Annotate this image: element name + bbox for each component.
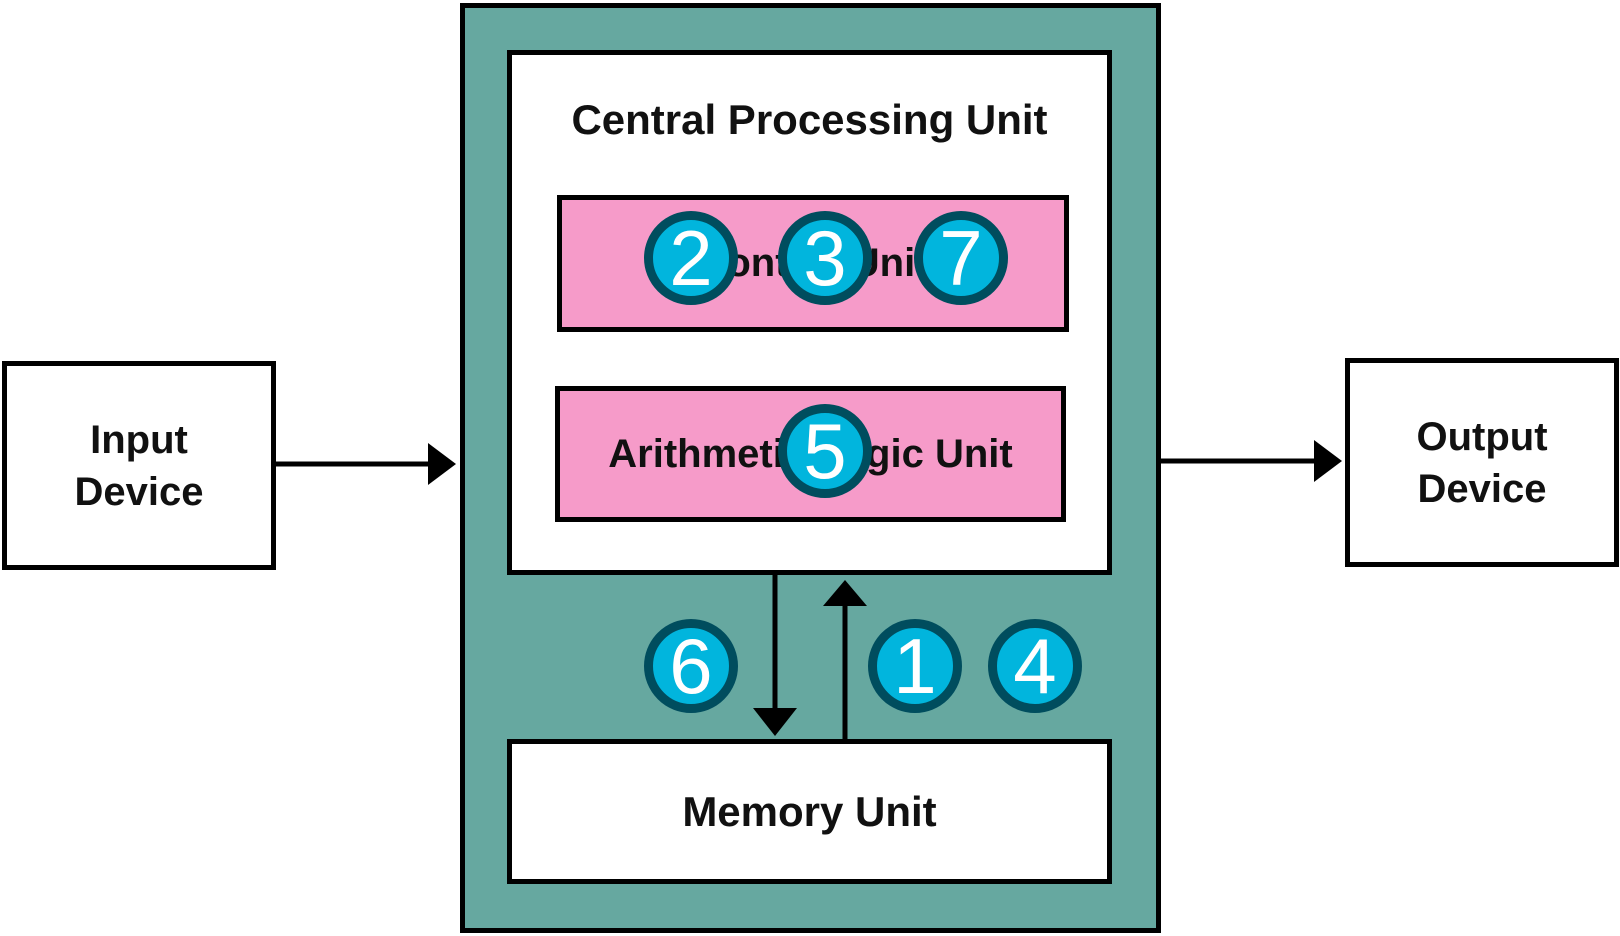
step-badge-1: 1 bbox=[868, 619, 962, 713]
input-device-box: Input Device bbox=[2, 361, 276, 570]
input-device-label-line1: Input bbox=[90, 417, 188, 462]
output-device-label-line2: Device bbox=[1417, 466, 1547, 511]
step-badge-7: 7 bbox=[914, 211, 1008, 305]
memory-to-cpu-arrow bbox=[823, 580, 867, 739]
input-device-label-line2: Device bbox=[74, 469, 204, 514]
memory-unit-label: Memory Unit bbox=[682, 787, 937, 835]
cpu-title: Central Processing Unit bbox=[571, 96, 1048, 143]
step-badge-4: 4 bbox=[988, 619, 1082, 713]
output-device-box: Output Device bbox=[1345, 358, 1619, 567]
output-device-label-line1: Output bbox=[1416, 414, 1548, 459]
memory-unit-box: Memory Unit bbox=[507, 739, 1112, 884]
step-badge-3: 3 bbox=[778, 211, 872, 305]
cpu-to-memory-arrow bbox=[753, 575, 797, 736]
step-badge-2: 2 bbox=[644, 211, 738, 305]
step-badge-5: 5 bbox=[778, 404, 872, 498]
input-to-cpu-arrow bbox=[276, 443, 456, 485]
step-badge-6: 6 bbox=[644, 619, 738, 713]
cpu-to-output-arrow bbox=[1161, 440, 1342, 482]
